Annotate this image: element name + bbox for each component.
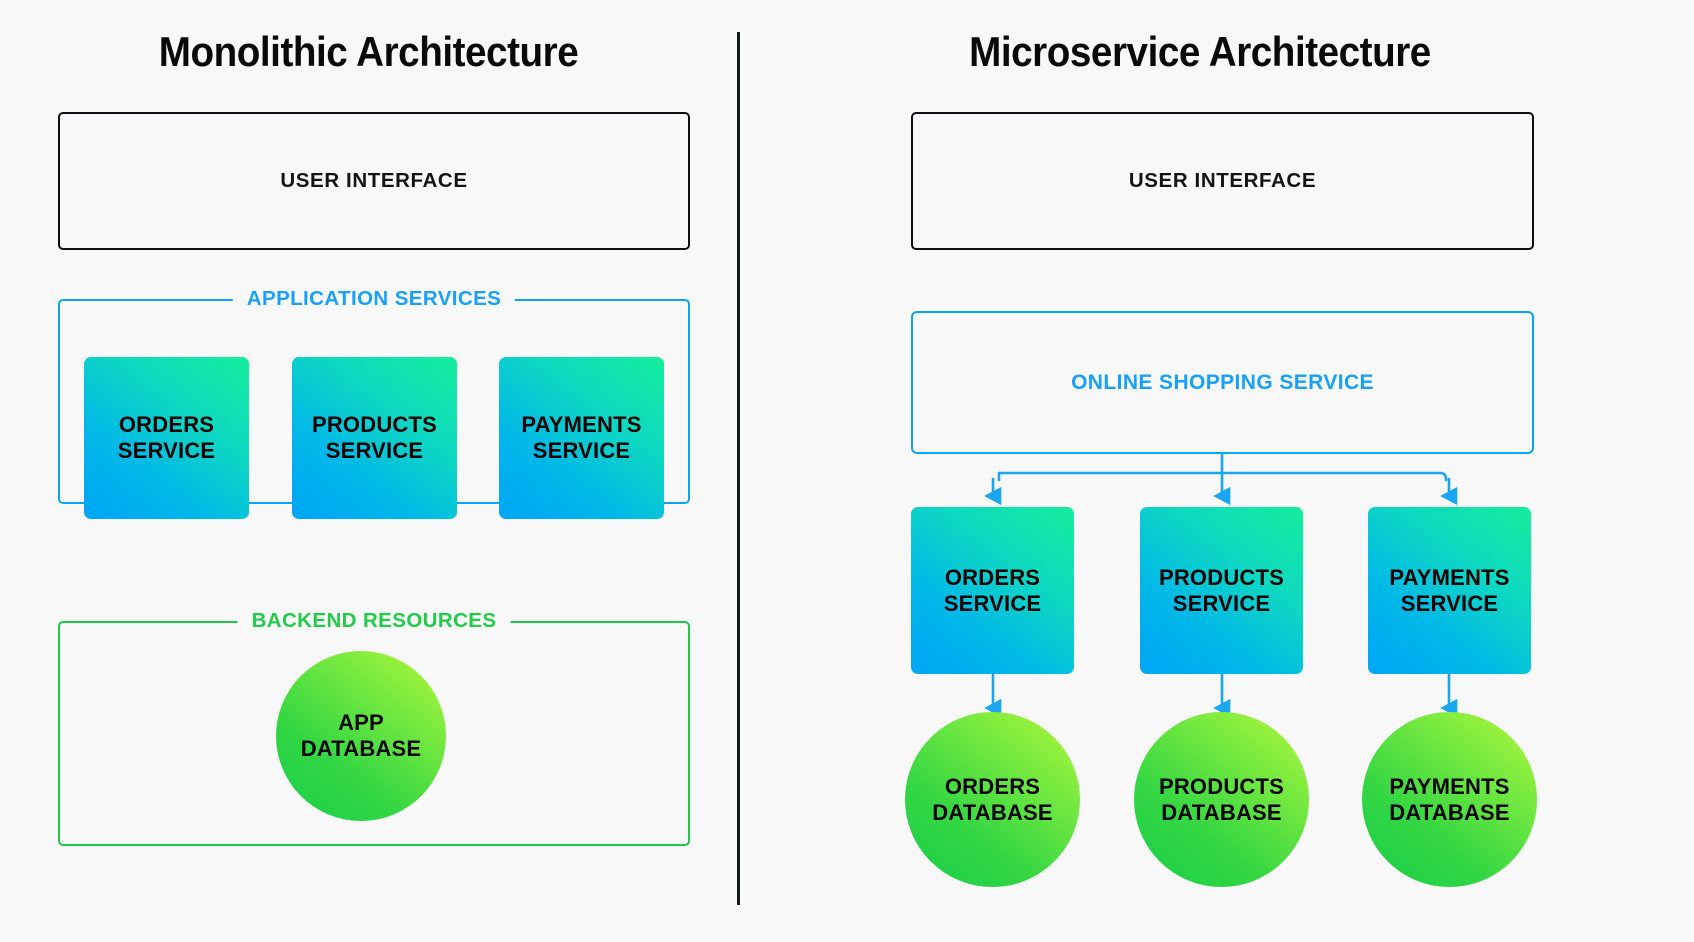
micro-database-circle-orders[interactable]: ORDERS DATABASE [905, 712, 1080, 887]
monolithic-panel-title: Monolithic Architecture [158, 28, 579, 75]
micro-database-products-line2: DATABASE [1161, 799, 1282, 825]
mono-service-tile-payments[interactable]: PAYMENTS SERVICE [499, 357, 664, 519]
micro-database-circle-products[interactable]: PRODUCTS DATABASE [1134, 712, 1309, 887]
mono-database-circle-app[interactable]: APP DATABASE [276, 651, 446, 821]
micro-service-orders-line1: ORDERS [944, 564, 1041, 590]
mono-service-products-line1: PRODUCTS [311, 412, 438, 438]
micro-service-tile-orders[interactable]: ORDERS SERVICE [911, 507, 1074, 674]
mono-service-tile-products[interactable]: PRODUCTS SERVICE [292, 357, 457, 519]
mono-database-app-line1: APP [338, 710, 384, 736]
connector-branch-bar [997, 471, 1448, 481]
micro-service-products-line2: SERVICE [1172, 590, 1271, 616]
micro-service-tile-payments[interactable]: PAYMENTS SERVICE [1368, 507, 1531, 674]
mono-service-payments-line1: PAYMENTS [521, 412, 642, 438]
micro-service-orders-line2: SERVICE [943, 590, 1042, 616]
mono-service-orders-line2: SERVICE [117, 438, 216, 463]
mono-service-orders-line1: ORDERS [118, 412, 215, 438]
micro-database-orders-line2: DATABASE [932, 799, 1053, 825]
monolithic-user-interface-box: USER INTERFACE [58, 112, 690, 250]
micro-service-products-line1: PRODUCTS [1158, 564, 1285, 590]
micro-database-payments-line1: PAYMENTS [1389, 773, 1510, 799]
mono-service-payments-line2: SERVICE [532, 438, 631, 463]
application-services-group-label: APPLICATION SERVICES [232, 287, 516, 311]
microservice-user-interface-label: USER INTERFACE [1128, 169, 1317, 192]
micro-database-payments-line2: DATABASE [1389, 799, 1510, 825]
mono-service-products-line2: SERVICE [325, 438, 424, 463]
micro-database-circle-payments[interactable]: PAYMENTS DATABASE [1362, 712, 1537, 887]
micro-database-products-line1: PRODUCTS [1158, 773, 1285, 799]
mono-database-app-line2: DATABASE [300, 736, 422, 761]
monolithic-user-interface-label: USER INTERFACE [280, 169, 468, 192]
online-shopping-service-box[interactable]: ONLINE SHOPPING SERVICE [911, 311, 1534, 454]
micro-service-payments-line1: PAYMENTS [1389, 564, 1510, 590]
backend-resources-group: BACKEND RESOURCES [58, 609, 690, 846]
microservice-user-interface-box: USER INTERFACE [911, 112, 1534, 250]
mono-service-tile-orders[interactable]: ORDERS SERVICE [84, 357, 249, 519]
panel-divider [737, 32, 740, 905]
micro-database-orders-line1: ORDERS [944, 773, 1041, 799]
microservice-panel-title: Microservice Architecture [969, 28, 1431, 75]
backend-resources-group-label: BACKEND RESOURCES [237, 609, 511, 633]
micro-service-payments-line2: SERVICE [1400, 590, 1499, 616]
online-shopping-service-label: ONLINE SHOPPING SERVICE [1071, 370, 1374, 394]
micro-service-tile-products[interactable]: PRODUCTS SERVICE [1140, 507, 1303, 674]
